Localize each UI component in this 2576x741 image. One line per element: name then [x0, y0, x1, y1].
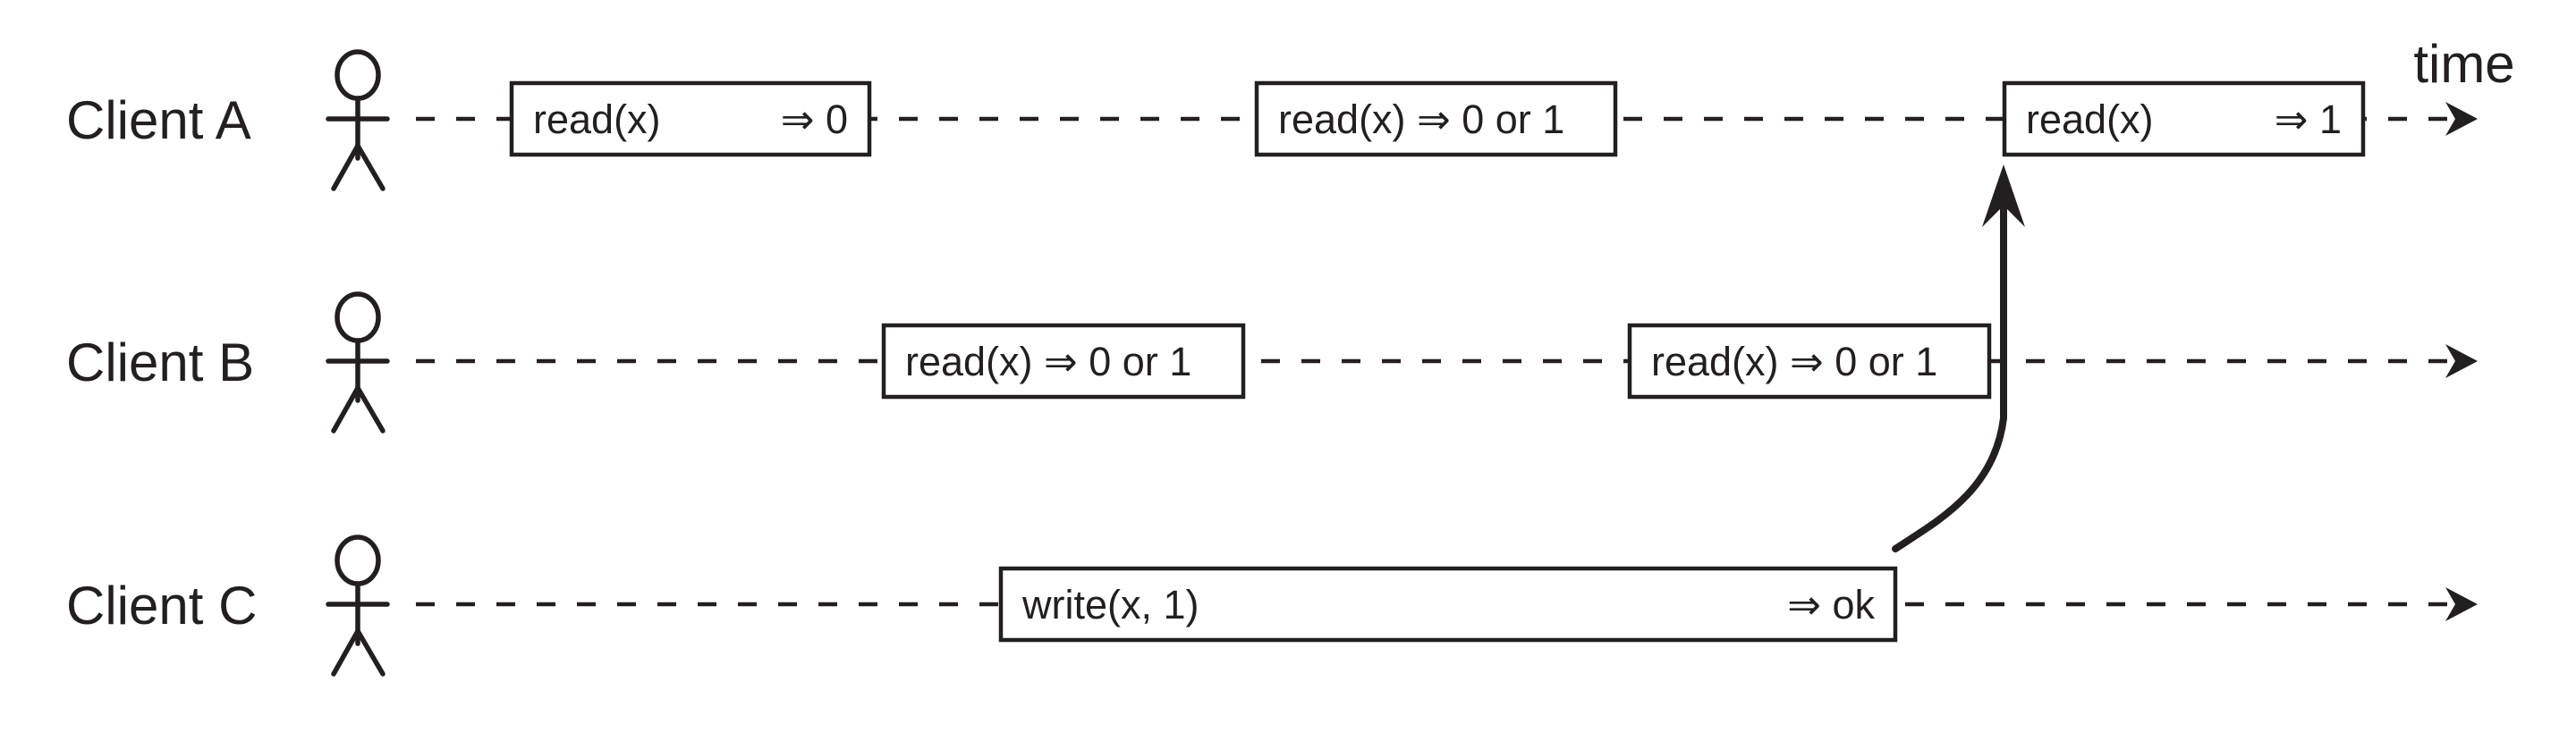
causality-arrow-shaft — [1892, 186, 2007, 552]
operation-box: write(x, 1) ⇒ ok — [998, 566, 1898, 643]
write-to-read-causality-arrow-icon — [1892, 164, 2025, 552]
client-label: Client B — [66, 333, 254, 392]
operation-call: read(x) — [2026, 97, 2154, 142]
client-row-b: Client B read(x) ⇒ 0 or 1 read(x) ⇒ 0 or… — [66, 291, 2478, 434]
operation-call: read(x) ⇒ 0 or 1 — [1278, 97, 1564, 142]
causality-arrowhead-icon — [1982, 164, 2025, 227]
client-label: Client C — [66, 576, 257, 636]
operation-box: read(x) ⇒ 0 — [509, 80, 872, 157]
operation-box: read(x) ⇒ 1 — [2002, 80, 2366, 157]
client-row-c: Client C write(x, 1) ⇒ ok — [66, 535, 2478, 677]
operation-result: ⇒ 1 — [2275, 97, 2342, 142]
client-row-a: Client A read(x) ⇒ 0 read(x) ⇒ 0 or 1 re… — [66, 49, 2478, 191]
operation-result: ⇒ ok — [1787, 582, 1875, 627]
operation-box: read(x) ⇒ 0 or 1 — [881, 323, 1246, 400]
client-label: Client A — [66, 90, 251, 150]
operation-call: write(x, 1) — [1021, 582, 1199, 627]
operation-call: read(x) — [533, 97, 661, 142]
operation-call: read(x) ⇒ 0 or 1 — [1651, 339, 1937, 384]
operation-call: read(x) ⇒ 0 or 1 — [905, 339, 1191, 384]
timeline-arrowhead-icon — [2445, 102, 2478, 136]
timeline-arrowhead-icon — [2445, 344, 2478, 378]
operation-box: read(x) ⇒ 0 or 1 — [1627, 323, 1992, 400]
operation-result: ⇒ 0 — [781, 97, 848, 142]
stick-figure-icon — [326, 535, 390, 677]
operation-box: read(x) ⇒ 0 or 1 — [1254, 80, 1618, 157]
stick-figure-icon — [326, 291, 390, 434]
stick-figure-icon — [326, 49, 390, 191]
timeline-arrowhead-icon — [2445, 587, 2478, 621]
time-axis-label: time — [2413, 34, 2514, 94]
